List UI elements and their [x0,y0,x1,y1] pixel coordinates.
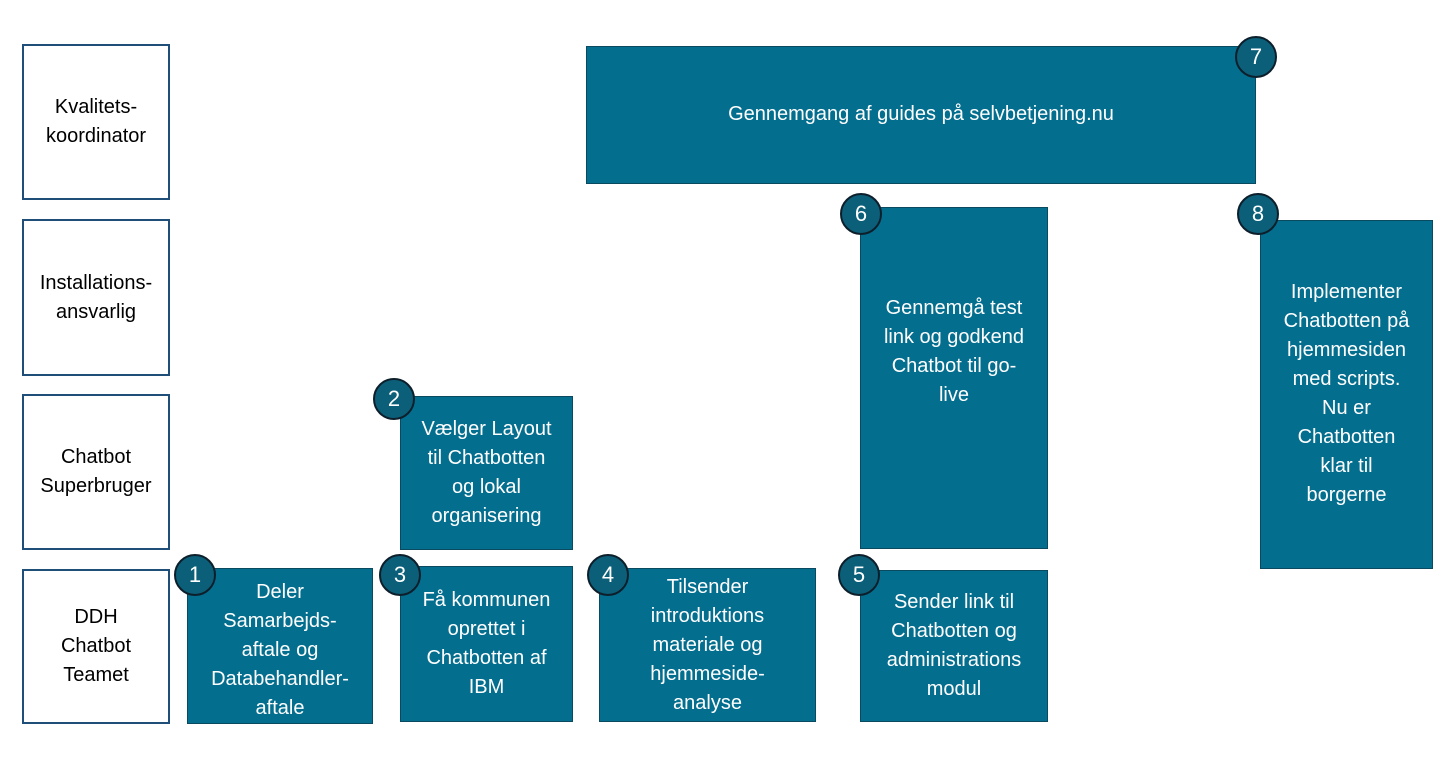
step-2-box: Vælger Layout til Chatbotten og lokal or… [400,396,573,550]
step-4-number-badge: 4 [587,554,629,596]
step-6-number-badge: 6 [840,193,882,235]
step-4-box: Tilsender introduktions materiale og hje… [599,568,816,722]
lane-kvalitetskoordinator: Kvalitets- koordinator [22,44,170,200]
step-2-number-badge: 2 [373,378,415,420]
step-5-box: Sender link til Chatbotten og administra… [860,570,1048,722]
step-8-number-badge: 8 [1237,193,1279,235]
step-3-number-badge: 3 [379,554,421,596]
step-7-number-badge: 7 [1235,36,1277,78]
step-5-number-badge: 5 [838,554,880,596]
step-1-number-badge: 1 [174,554,216,596]
lane-installationsansvarlig: Installations- ansvarlig [22,219,170,376]
step-3-box: Få kommunen oprettet i Chatbotten af IBM [400,566,573,722]
step-1-box: Deler Samarbejds- aftale og Databehandle… [187,568,373,724]
lane-ddh-chatbot-teamet: DDH Chatbot Teamet [22,569,170,724]
step-8-box: Implementer Chatbotten på hjemmesiden me… [1260,220,1433,569]
step-6-box: Gennemgå test link og godkend Chatbot ti… [860,207,1048,549]
step-7-box: Gennemgang af guides på selvbetjening.nu [586,46,1256,184]
lane-chatbot-superbruger: Chatbot Superbruger [22,394,170,550]
